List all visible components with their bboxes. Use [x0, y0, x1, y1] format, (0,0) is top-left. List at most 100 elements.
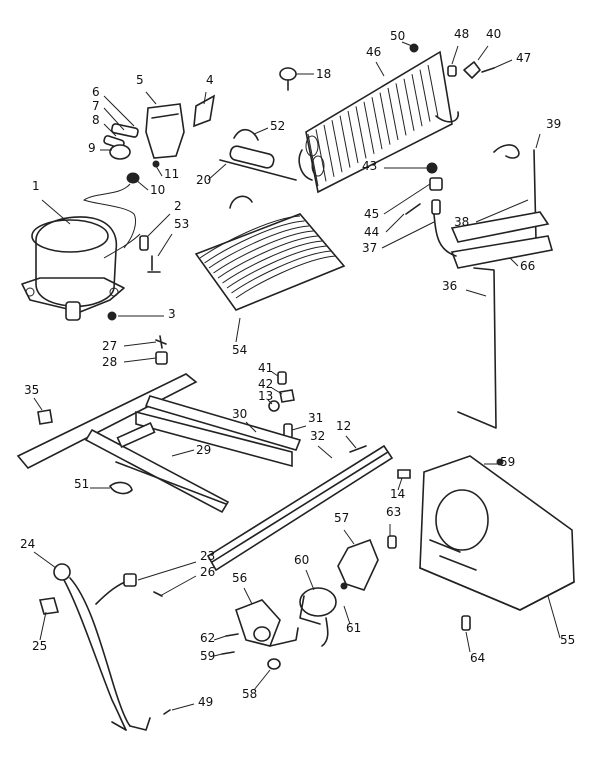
leader-line	[477, 45, 489, 61]
callout-37: 37	[362, 241, 377, 255]
evaporator-coil	[213, 230, 314, 274]
leader-line	[465, 631, 471, 653]
frame-clips	[37, 409, 133, 495]
evaporator	[194, 195, 346, 311]
condenser-fin	[315, 129, 327, 182]
callout-32: 32	[310, 429, 325, 443]
leader-line	[535, 133, 541, 149]
callout-63: 63	[386, 505, 401, 519]
condenser-fin	[395, 83, 407, 136]
callout-59: 59	[200, 649, 215, 663]
callout-14: 14	[390, 487, 405, 501]
callout-39: 39	[546, 117, 561, 131]
callout-60: 60	[294, 553, 309, 567]
evaporator-fasteners	[268, 371, 295, 439]
leader-line	[343, 605, 351, 625]
leader-line	[381, 221, 435, 249]
leader-line	[397, 477, 403, 491]
callout-40: 40	[486, 27, 501, 41]
callout-23: 23	[200, 549, 215, 563]
evaporator-coil	[222, 240, 323, 284]
callout-45: 45	[364, 207, 379, 221]
wiring-harness	[38, 563, 171, 731]
callout-25: 25	[32, 639, 47, 653]
rail-32	[206, 444, 394, 572]
leader-line	[267, 399, 273, 405]
callout-52: 52	[270, 119, 285, 133]
leader-line	[203, 91, 207, 105]
condenser-fin	[339, 115, 351, 168]
condenser-fin	[403, 78, 415, 131]
callout-54: 54	[232, 343, 247, 357]
callout-41: 41	[258, 361, 273, 375]
leader-line	[509, 257, 519, 267]
callout-36: 36	[442, 279, 457, 293]
leader-line	[207, 163, 227, 181]
condenser-fin	[363, 101, 375, 154]
small-fasteners-left	[107, 235, 168, 365]
leader-line	[385, 213, 405, 233]
leader-lines	[33, 41, 561, 711]
leader-line	[147, 213, 171, 237]
leader-line	[103, 95, 135, 127]
callout-66: 66	[520, 259, 535, 273]
drier	[219, 129, 297, 181]
callout-56: 56	[232, 571, 247, 585]
fan-motor-assembly	[221, 538, 379, 670]
leader-line	[137, 561, 197, 581]
condenser-fin	[411, 74, 423, 127]
leader-line	[235, 317, 241, 343]
leader-line	[213, 653, 223, 657]
leader-line	[41, 199, 71, 225]
callout-28: 28	[102, 355, 117, 369]
callout-55: 55	[560, 633, 575, 647]
condenser-fin	[379, 92, 391, 145]
callout-12: 12	[336, 419, 351, 433]
callout-20: 20	[196, 173, 211, 187]
leader-line	[171, 449, 195, 457]
callout-46: 46	[366, 45, 381, 59]
leader-line	[253, 127, 269, 135]
leader-line	[401, 41, 413, 47]
callout-27: 27	[102, 339, 117, 353]
callout-48: 48	[454, 27, 469, 41]
leader-line	[493, 59, 513, 69]
condenser-fin	[387, 87, 399, 141]
condenser-fin	[427, 64, 439, 118]
callout-4: 4	[206, 73, 214, 87]
evaporator-coil	[226, 245, 328, 289]
leader-line	[33, 551, 57, 569]
evaporator-coil	[208, 225, 310, 269]
leader-line	[271, 387, 283, 395]
leader-line	[383, 183, 431, 215]
base-frame	[16, 373, 302, 514]
leader-line	[39, 611, 47, 641]
leader-line	[213, 635, 227, 641]
callout-6: 6	[92, 85, 100, 99]
callout-47: 47	[516, 51, 531, 65]
leader-line	[305, 569, 315, 591]
callout-53: 53	[174, 217, 189, 231]
leader-line	[33, 397, 43, 411]
callout-38: 38	[454, 215, 469, 229]
leader-line	[291, 425, 307, 431]
callout-43: 43	[362, 159, 377, 173]
leader-line	[135, 179, 149, 191]
condenser-fin	[323, 124, 335, 177]
callout-29: 29	[196, 443, 211, 457]
leader-line	[375, 61, 385, 77]
leader-line	[123, 357, 157, 363]
leader-line	[343, 529, 355, 545]
leader-line	[171, 703, 195, 711]
evaporator-coil	[231, 250, 332, 294]
callout-9: 9	[88, 141, 96, 155]
leader-line	[271, 371, 279, 377]
rail-fasteners	[349, 445, 411, 549]
leader-line	[465, 289, 487, 297]
callout-18: 18	[316, 67, 331, 81]
callout-57: 57	[334, 511, 349, 525]
condenser-fin	[331, 120, 343, 173]
leader-line	[155, 165, 163, 177]
callout-51: 51	[74, 477, 89, 491]
